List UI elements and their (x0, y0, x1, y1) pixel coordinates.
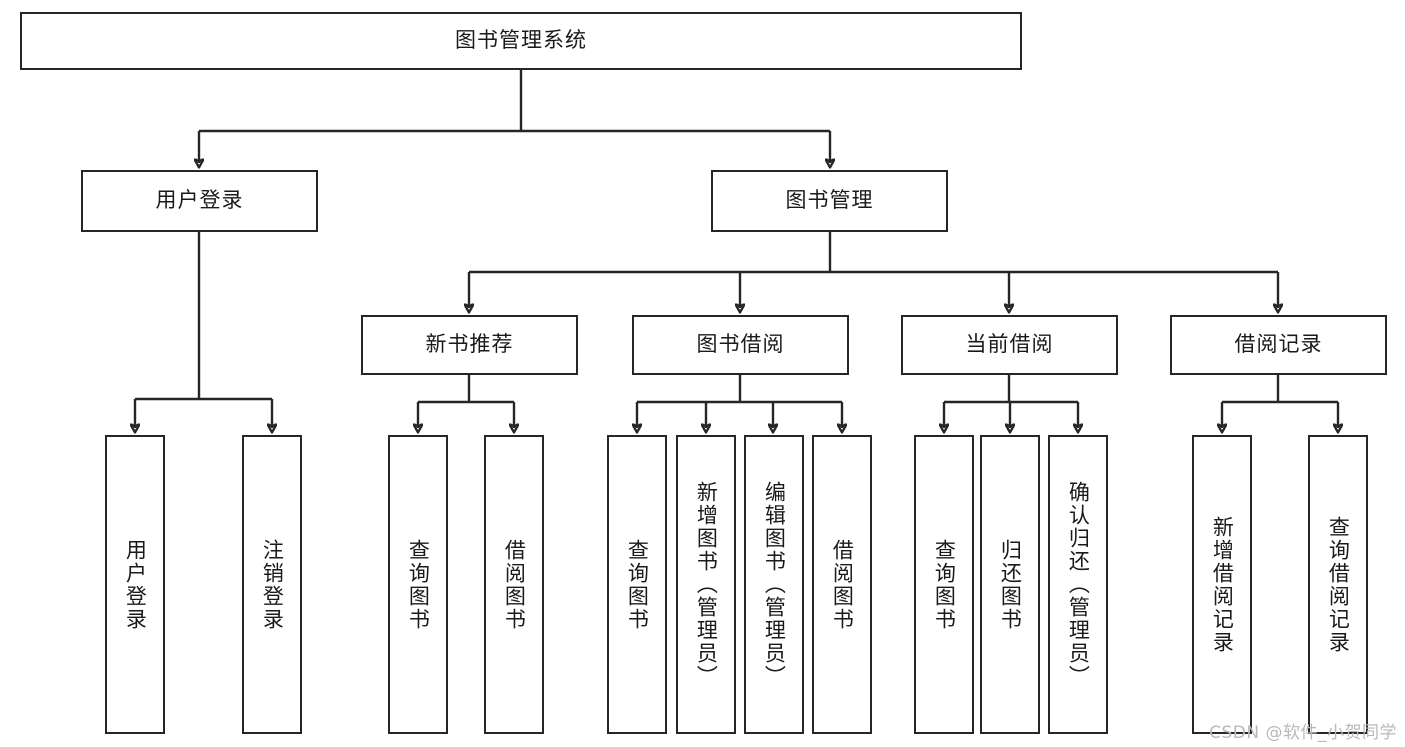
leaf-current-borrow-query-book[interactable]: 查询图书 (914, 435, 974, 734)
node-label: 借阅记录 (1234, 332, 1323, 357)
leaf-user-login-login[interactable]: 用户登录 (105, 435, 165, 734)
node-label: 查询图书 (406, 538, 431, 631)
leaf-new-book-borrow-book[interactable]: 借阅图书 (484, 435, 544, 734)
node-label: 图书借阅 (696, 332, 785, 357)
leaf-user-login-logout[interactable]: 注销登录 (242, 435, 302, 734)
node-label: 新增图书（管理员） (694, 481, 719, 688)
node-book-management[interactable]: 图书管理 (711, 170, 948, 232)
leaf-current-borrow-return-book[interactable]: 归还图书 (980, 435, 1040, 734)
node-label: 图书管理系统 (455, 28, 587, 53)
node-label: 编辑图书（管理员） (762, 481, 787, 688)
node-label: 注销登录 (260, 538, 285, 631)
node-new-book-recommend[interactable]: 新书推荐 (361, 315, 578, 375)
leaf-book-borrow-borrow-book[interactable]: 借阅图书 (812, 435, 872, 734)
csdn-watermark: CSDN @软件_小贺同学 (1209, 723, 1397, 743)
node-current-borrow[interactable]: 当前借阅 (901, 315, 1118, 375)
node-label: 用户登录 (155, 188, 244, 213)
node-root-book-management-system[interactable]: 图书管理系统 (20, 12, 1022, 70)
node-user-login[interactable]: 用户登录 (81, 170, 318, 232)
node-label: 借阅图书 (830, 538, 855, 631)
node-label: 归还图书 (998, 538, 1023, 631)
node-label: 查询借阅记录 (1326, 515, 1351, 654)
leaf-book-borrow-query-book[interactable]: 查询图书 (607, 435, 667, 734)
node-label: 新增借阅记录 (1210, 515, 1235, 654)
node-label: 当前借阅 (965, 332, 1054, 357)
node-label: 借阅图书 (502, 538, 527, 631)
node-label: 用户登录 (123, 538, 148, 631)
node-label: 图书管理 (785, 188, 874, 213)
node-label: 确认归还（管理员） (1066, 481, 1091, 688)
node-label: 新书推荐 (425, 332, 514, 357)
node-label: 查询图书 (932, 538, 957, 631)
node-label: 查询图书 (625, 538, 650, 631)
leaf-borrow-record-query-record[interactable]: 查询借阅记录 (1308, 435, 1368, 734)
leaf-book-borrow-add-book-admin[interactable]: 新增图书（管理员） (676, 435, 736, 734)
leaf-current-borrow-confirm-return-admin[interactable]: 确认归还（管理员） (1048, 435, 1108, 734)
leaf-new-book-query-book[interactable]: 查询图书 (388, 435, 448, 734)
node-book-borrow[interactable]: 图书借阅 (632, 315, 849, 375)
leaf-book-borrow-edit-book-admin[interactable]: 编辑图书（管理员） (744, 435, 804, 734)
node-borrow-record[interactable]: 借阅记录 (1170, 315, 1387, 375)
leaf-borrow-record-add-record[interactable]: 新增借阅记录 (1192, 435, 1252, 734)
